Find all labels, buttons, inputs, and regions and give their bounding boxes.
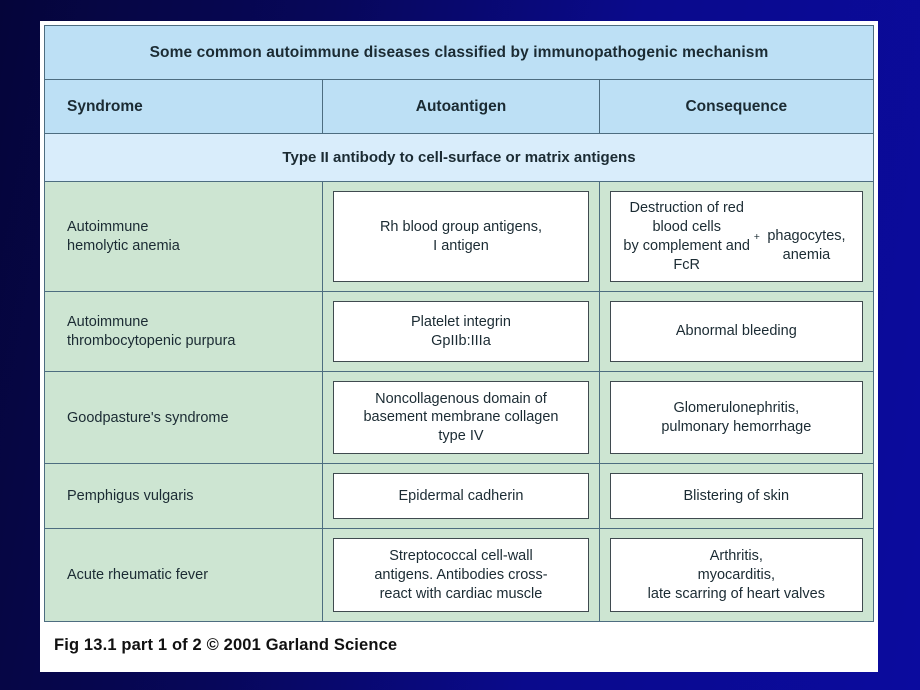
column-header-autoantigen: Autoantigen <box>322 79 600 134</box>
consequence-text-post: phagocytes, anemia <box>767 228 846 264</box>
table-title-row: Some common autoimmune diseases classifi… <box>44 25 874 80</box>
consequence-cell: Arthritis,myocarditis,late scarring of h… <box>598 528 875 623</box>
autoantigen-cell: Epidermal cadherin <box>322 463 600 530</box>
column-header-consequence: Consequence <box>598 79 875 134</box>
consequence-cell: Glomerulonephritis,pulmonary hemorrhage <box>598 371 875 465</box>
table-row: Goodpasture's syndrome Noncollagenous do… <box>43 371 875 465</box>
consequence-cell: Abnormal bleeding <box>598 291 875 373</box>
autoantigen-text: Rh blood group antigens,I antigen <box>333 191 589 283</box>
section-header-type-ii: Type II antibody to cell-surface or matr… <box>44 133 874 182</box>
autoantigen-cell: Rh blood group antigens,I antigen <box>322 180 600 293</box>
autoantigen-text: Epidermal cadherin <box>333 473 589 520</box>
consequence-text: Blistering of skin <box>609 473 863 520</box>
consequence-text: Arthritis,myocarditis,late scarring of h… <box>609 538 863 613</box>
table-title: Some common autoimmune diseases classifi… <box>44 25 874 80</box>
column-header-syndrome: Syndrome <box>43 79 324 134</box>
table-row: Pemphigus vulgaris Epidermal cadherin Bl… <box>43 463 875 530</box>
syndrome-name: Acute rheumatic fever <box>43 528 324 623</box>
syndrome-name: Pemphigus vulgaris <box>43 463 324 530</box>
table-header-row: Syndrome Autoantigen Consequence <box>43 79 875 134</box>
consequence-text: Glomerulonephritis,pulmonary hemorrhage <box>609 381 863 455</box>
section-band-row: Type II antibody to cell-surface or matr… <box>44 133 874 182</box>
syndrome-name: Goodpasture's syndrome <box>43 371 324 465</box>
figure-caption: Fig 13.1 part 1 of 2 © 2001 Garland Scie… <box>54 636 398 654</box>
consequence-text: Abnormal bleeding <box>609 301 863 363</box>
table-row: Acute rheumatic fever Streptococcal cell… <box>43 528 875 623</box>
consequence-cell: Blistering of skin <box>598 463 875 530</box>
autoimmune-disease-table: Some common autoimmune diseases classifi… <box>43 25 875 623</box>
